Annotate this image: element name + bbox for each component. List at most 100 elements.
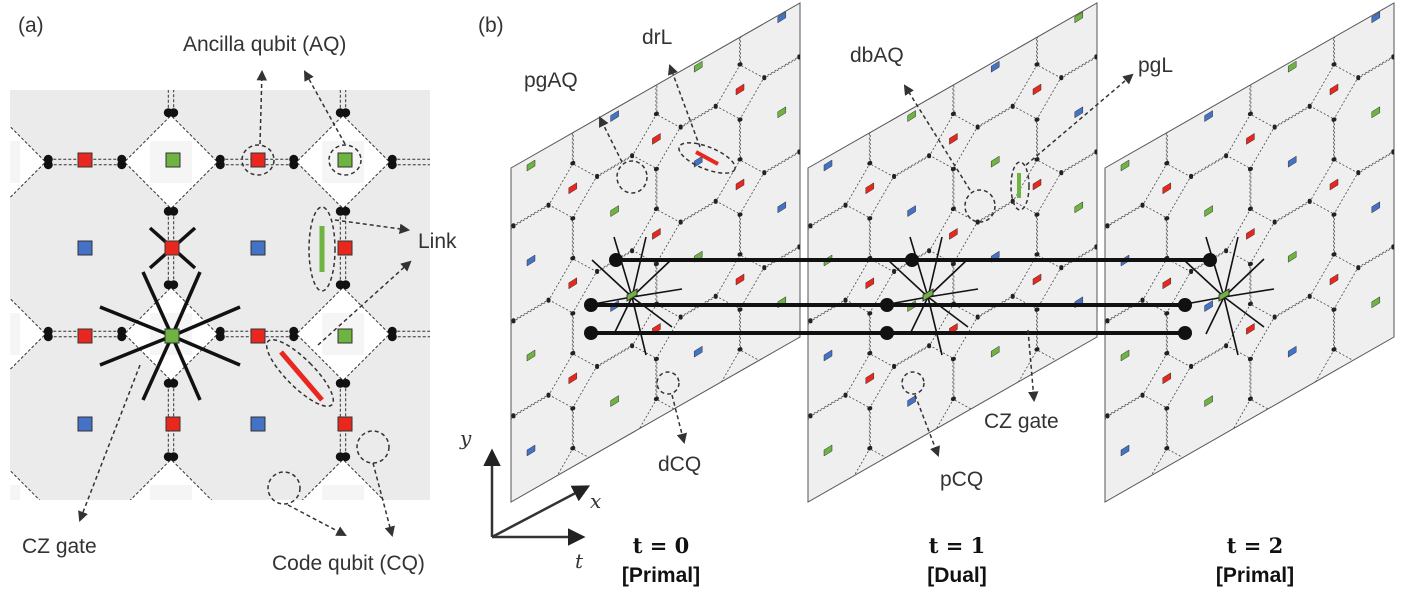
plane-code-qubit (1059, 361, 1064, 366)
plane-ancilla-qubit (865, 467, 875, 480)
cz-gate-line (927, 258, 969, 298)
panel-a-lattice-links (0, 90, 430, 500)
plane-ancilla-qubit (526, 254, 536, 267)
plane-code-qubit (1059, 75, 1064, 80)
plane-link (952, 31, 979, 75)
plane-link (513, 299, 549, 321)
plane-code-qubit (595, 173, 600, 178)
plane-code-qubit (784, 456, 788, 460)
plane-code-qubit (1331, 117, 1336, 122)
plane-code-qubit (1105, 128, 1110, 133)
ancilla-qubit (77, 328, 93, 344)
plane-code-qubit (927, 343, 932, 348)
plane-link (572, 163, 598, 178)
plane-link (1333, 76, 1359, 121)
plane-link (810, 205, 846, 227)
plane-link (548, 352, 574, 396)
plane-link (1309, 158, 1335, 203)
plane-link (810, 300, 846, 322)
lattice-link (129, 456, 175, 500)
plane-code-qubit (595, 78, 600, 83)
lattice-link (293, 284, 347, 338)
plane-link (1225, 59, 1252, 75)
plane-ancilla-qubit (735, 178, 745, 191)
plane-code-qubit (1272, 124, 1277, 129)
plane-link (548, 109, 574, 124)
plane-code-qubit (1307, 8, 1312, 13)
plane-code-qubit (1248, 71, 1253, 76)
code-qubit (0, 379, 6, 388)
plane-code-qubit (678, 314, 683, 319)
plane-code-qubit (843, 107, 848, 112)
plane-link (1142, 394, 1168, 409)
code-qubit (0, 207, 6, 216)
plane-code-qubit (1034, 212, 1039, 217)
arrow-pCQ (914, 394, 940, 457)
lattice-link (10, 297, 49, 338)
plane-ancilla-qubit (1074, 11, 1084, 24)
x-axis-arrow (491, 485, 591, 539)
code-qubit (289, 326, 299, 336)
code-qubit (43, 154, 53, 164)
plane-link (1190, 59, 1227, 82)
panel-a-ancilla-qubits (77, 152, 353, 432)
plane-link (631, 344, 658, 360)
plane-link (1095, 109, 1097, 153)
plane-code-qubit (1189, 268, 1194, 273)
plane-code-qubit (1189, 459, 1194, 464)
plane-code-qubit (1224, 153, 1229, 158)
plane-link (868, 80, 895, 124)
plane-ancilla-qubit (1120, 349, 1130, 362)
plane-code-qubit (487, 401, 491, 405)
plane-code-qubit (570, 161, 575, 166)
ancilla-qubit (250, 152, 266, 168)
cz-gate-line (1205, 296, 1225, 335)
cz-gate-line (1223, 296, 1265, 328)
plane-link (655, 221, 682, 265)
cz-gate-line (141, 335, 174, 401)
plane-code-qubit (892, 173, 897, 178)
plane-code-qubit (1272, 219, 1277, 224)
plane-code-qubit (653, 167, 658, 172)
plane-code-qubit (1391, 149, 1394, 154)
plane-link (513, 109, 549, 131)
plane-ancilla-qubit (1246, 132, 1255, 145)
plane-code-qubit (487, 211, 491, 215)
time-slice-plane (510, 2, 801, 503)
plane-link (1165, 80, 1192, 124)
plane-code-qubit (713, 103, 718, 108)
time-slice-1-type: [Dual] (927, 564, 987, 587)
plane-link (1333, 254, 1359, 269)
plane-link (596, 154, 633, 177)
ancilla-qubit (165, 416, 181, 432)
code-qubit (0, 452, 1, 461)
lattice-link (0, 159, 2, 211)
plane-code-qubit (975, 410, 980, 415)
plane-link (952, 316, 979, 360)
arrow-code-qubit-1 (287, 504, 347, 536)
plane-code-qubit (713, 8, 718, 13)
plane-code-qubit (1247, 112, 1252, 117)
plane-link (513, 394, 549, 416)
code-qubit (0, 108, 1, 117)
time-link-endpoint (609, 253, 623, 267)
plane-link (808, 402, 811, 417)
cz-gate-line (1223, 236, 1239, 298)
panel-a-cz-gate-star (99, 226, 325, 402)
octagon-cell (340, 90, 430, 165)
plane-link (1249, 221, 1276, 265)
plane-code-qubit (950, 357, 955, 362)
plane-link (868, 365, 895, 409)
plane-code-qubit (808, 318, 813, 323)
cz-gate-line (1223, 288, 1275, 298)
plane-link (810, 394, 846, 416)
lattice-link (167, 158, 221, 212)
lattice-link (339, 112, 393, 166)
plane-code-qubit (570, 216, 575, 221)
plane-link (893, 154, 930, 177)
plane-link (764, 247, 800, 269)
ancilla-qubit (337, 328, 353, 344)
cz-hub-ancilla (1218, 288, 1230, 302)
plane-code-qubit (892, 363, 897, 368)
lattice-link (10, 158, 49, 199)
